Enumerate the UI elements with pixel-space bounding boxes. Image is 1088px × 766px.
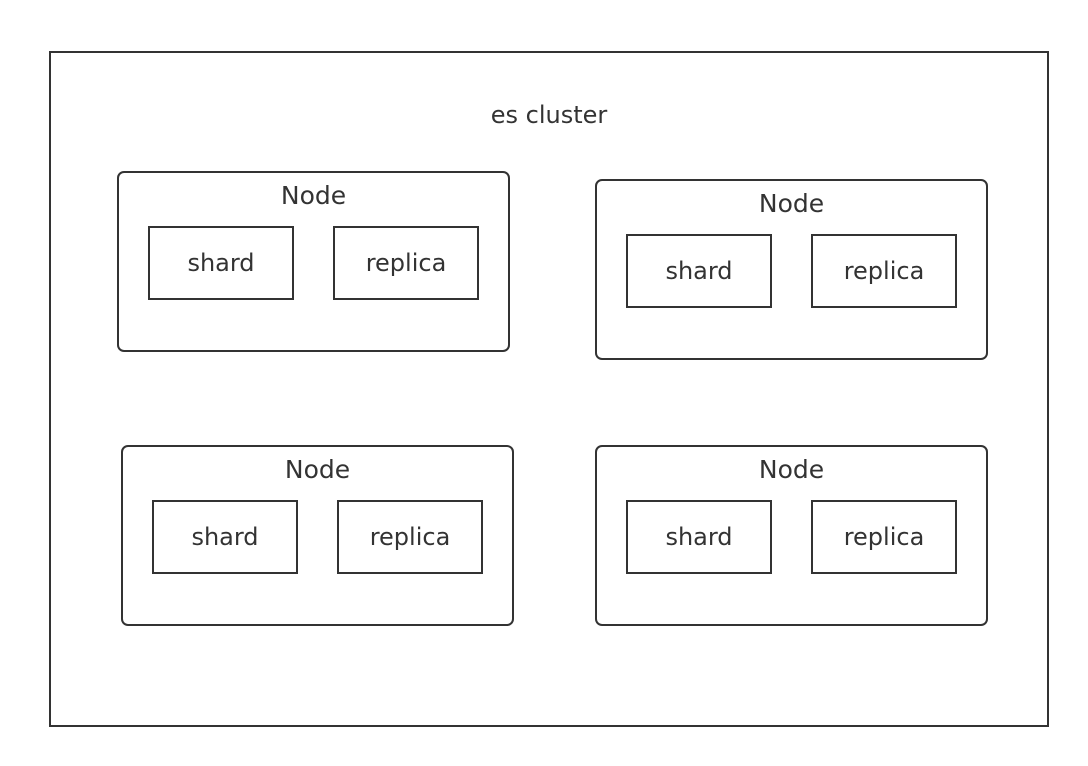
replica-box: replica	[811, 500, 957, 574]
shard-box: shard	[626, 234, 772, 308]
node-label: Node	[758, 189, 825, 218]
node-label: Node	[758, 455, 825, 484]
replica-box: replica	[333, 226, 479, 300]
node-box: Node shard replica	[595, 179, 988, 360]
shard-box: shard	[152, 500, 298, 574]
node-label: Node	[280, 181, 347, 210]
shard-box: shard	[626, 500, 772, 574]
node-label: Node	[284, 455, 351, 484]
replica-box: replica	[811, 234, 957, 308]
cluster-title: es cluster	[490, 101, 608, 129]
node-box: Node shard replica	[117, 171, 510, 352]
node-box: Node shard replica	[595, 445, 988, 626]
es-cluster-box: es cluster Node shard replica Node shard…	[49, 51, 1049, 727]
node-box: Node shard replica	[121, 445, 514, 626]
shard-box: shard	[148, 226, 294, 300]
replica-box: replica	[337, 500, 483, 574]
